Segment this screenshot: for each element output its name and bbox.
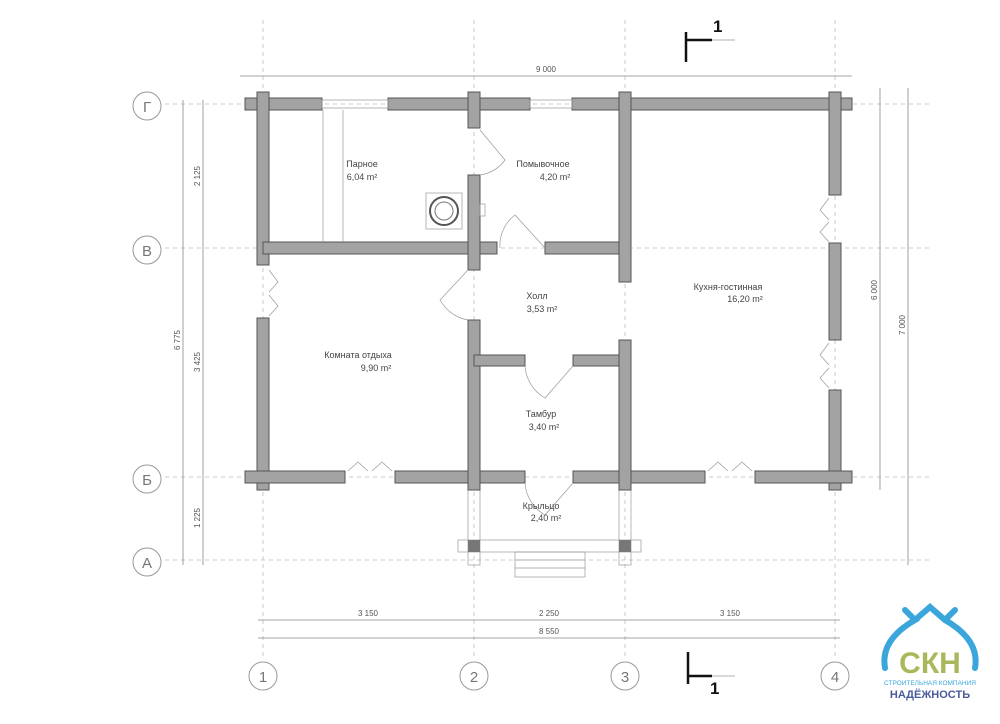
axis-label-4: 4 (831, 669, 839, 686)
room-area-parnoe: 6,04 m² (347, 172, 378, 182)
room-area-hall: 3,53 m² (527, 304, 558, 314)
room-labels: Парное 6,04 m² Помывочное 4,20 m² Кухня-… (324, 159, 763, 523)
room-name-porch: Крыльцо (523, 501, 560, 511)
dim-bottom-2: 2 250 (539, 609, 560, 618)
room-area-kitchen: 16,20 m² (727, 294, 763, 304)
logo-name: НАДЁЖНОСТЬ (890, 688, 970, 701)
dim-top-total: 9 000 (536, 65, 557, 74)
room-area-rest: 9,90 m² (361, 363, 392, 373)
room-name-parnoe: Парное (346, 159, 377, 169)
section-mark-top (684, 32, 735, 62)
room-area-tambur: 3,40 m² (529, 422, 560, 432)
dim-right-outer: 7 000 (898, 314, 907, 335)
room-name-rest: Комната отдыха (324, 350, 392, 360)
room-area-pomyvochnoe: 4,20 m² (540, 172, 571, 182)
company-logo: СКН СТРОИТЕЛЬНАЯ КОМПАНИЯ НАДЁЖНОСТЬ (881, 603, 979, 701)
dim-left-3: 1 225 (193, 507, 202, 528)
room-area-porch: 2,40 m² (531, 513, 562, 523)
porch (457, 482, 642, 578)
section-label-top: 1 (713, 17, 722, 36)
logo-letters: СКН (899, 647, 961, 680)
dim-bottom-3: 3 150 (720, 609, 741, 618)
dim-right-inner: 6 000 (870, 279, 879, 300)
dim-left-2: 3 425 (193, 351, 202, 372)
dim-left-1: 2 125 (193, 165, 202, 186)
axis-label-v: В (142, 243, 152, 260)
room-name-pomyvochnoe: Помывочное (516, 159, 569, 169)
section-mark-bottom (686, 652, 735, 684)
axis-label-3: 3 (621, 669, 629, 686)
axis-markers: 1 2 3 4 Г В Б А (132, 91, 850, 691)
walls (244, 91, 853, 491)
grid-lines (165, 20, 930, 660)
room-name-tambur: Тамбур (526, 409, 557, 419)
axis-label-a: А (142, 555, 152, 572)
logo-subtitle: СТРОИТЕЛЬНАЯ КОМПАНИЯ (884, 680, 976, 687)
axis-label-1: 1 (259, 669, 267, 686)
room-name-hall: Холл (526, 291, 547, 301)
dimensions: 9 000 3 150 2 250 3 150 8 550 6 775 2 12… (173, 65, 909, 639)
openings (268, 99, 830, 516)
axis-label-g: Г (143, 99, 151, 116)
dim-bottom-total: 8 550 (539, 627, 560, 636)
axis-label-b: Б (142, 472, 152, 489)
room-name-kitchen: Кухня-гостинная (694, 282, 763, 292)
dim-left-total: 6 775 (173, 329, 182, 350)
axis-label-2: 2 (470, 669, 478, 686)
section-label-bottom: 1 (710, 679, 719, 698)
dim-bottom-1: 3 150 (358, 609, 379, 618)
